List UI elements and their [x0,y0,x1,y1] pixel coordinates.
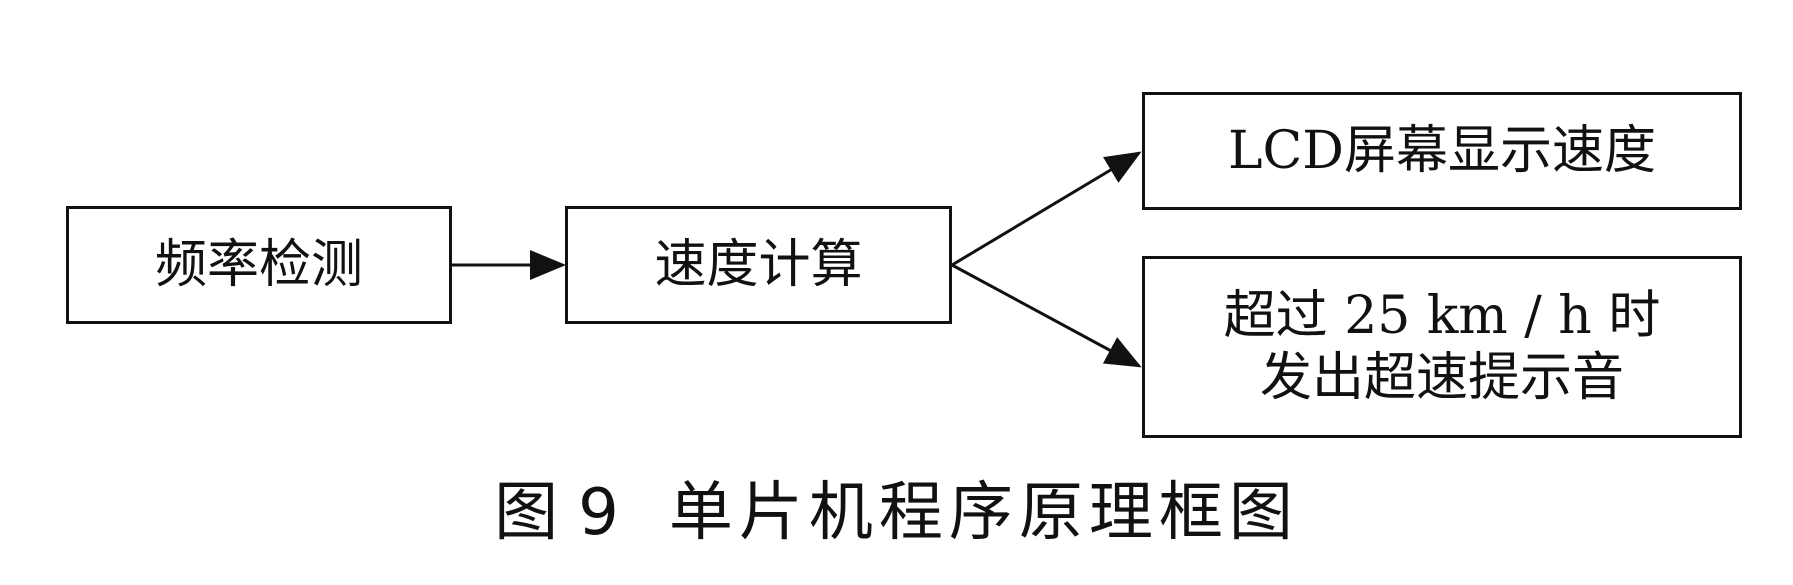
node-overspeed-alarm: 超过 25 km / h 时 发出超速提示音 [1142,256,1742,438]
node-speed-calculation: 速度计算 [565,206,952,324]
figure-caption-title: 单片机程序原理框图 [668,476,1299,550]
arrow-speed-to-lcd [951,151,1142,267]
node-lcd-display-label: LCD屏幕显示速度 [1227,120,1656,181]
node-overspeed-alarm-line-2: 发出超速提示音 [1259,348,1624,408]
node-lcd-display: LCD屏幕显示速度 [1142,92,1742,210]
figure-caption-number: 9 [578,476,625,550]
node-speed-calculation-label: 速度计算 [654,234,863,295]
figure-caption-label: 图 [494,476,565,550]
node-overspeed-alarm-line-1: 超过 25 km / h 时 [1223,285,1661,346]
arrow-speed-to-alarm [951,263,1142,368]
node-frequency-detection: 频率检测 [66,206,452,324]
node-frequency-detection-label: 频率检测 [154,234,363,295]
